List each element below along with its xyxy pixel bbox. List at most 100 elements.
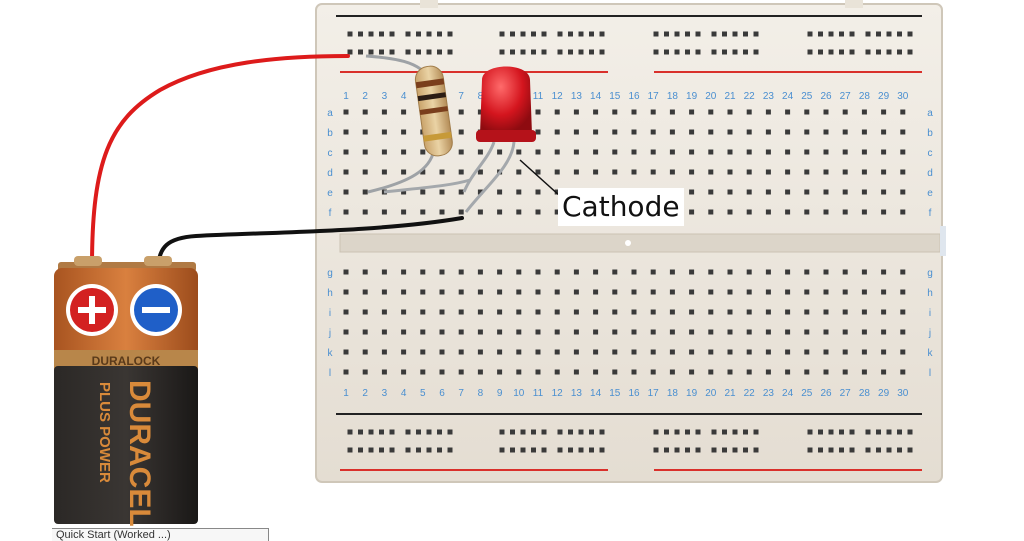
breadboard-hole: [401, 349, 407, 355]
column-number-bottom: 5: [420, 388, 426, 399]
breadboard-hole: [861, 329, 867, 335]
breadboard-hole: [746, 169, 752, 175]
row-letter-right: d: [927, 168, 933, 179]
breadboard-hole: [849, 31, 855, 37]
breadboard-hole: [732, 31, 738, 37]
breadboard-hole: [695, 429, 701, 435]
breadboard-hole: [401, 149, 407, 155]
breadboard-hole: [743, 447, 748, 453]
column-number-top: 22: [744, 91, 756, 102]
breadboard-hole: [753, 49, 759, 55]
breadboard-hole: [389, 31, 395, 37]
breadboard-hole: [823, 289, 829, 295]
row-letter-right: g: [927, 268, 933, 279]
breadboard-hole: [599, 49, 605, 55]
breadboard-hole: [765, 289, 771, 295]
breadboard-hole: [881, 109, 887, 115]
breadboard-hole: [753, 429, 759, 435]
breadboard-hole: [447, 447, 453, 453]
breadboard-hole: [520, 49, 526, 55]
negative-terminal-icon: [130, 284, 182, 336]
breadboard-hole: [881, 369, 887, 375]
breadboard-hole: [631, 349, 637, 355]
column-number-top: 28: [859, 91, 871, 102]
row-letter-right: i: [929, 308, 931, 319]
breadboard-hole: [477, 289, 483, 295]
breadboard-hole: [708, 109, 714, 115]
breadboard-hole: [732, 49, 738, 55]
breadboard-hole: [568, 429, 573, 435]
breadboard-hole: [510, 429, 515, 435]
breadboard-hole: [669, 309, 675, 315]
breadboard-hole: [510, 49, 515, 55]
breadboard-hole: [381, 349, 387, 355]
breadboard-hole: [439, 369, 445, 375]
breadboard-hole: [753, 31, 759, 37]
column-number-bottom: 22: [744, 388, 756, 399]
breadboard-hole: [477, 309, 483, 315]
breadboard-hole: [420, 369, 426, 375]
column-number-top: 21: [724, 91, 736, 102]
breadboard-hole: [405, 447, 411, 453]
breadboard-hole: [785, 309, 791, 315]
breadboard-hole: [689, 149, 695, 155]
breadboard-hole: [573, 349, 579, 355]
breadboard-hole: [416, 31, 421, 37]
breadboard-hole: [516, 289, 522, 295]
breadboard-hole: [708, 129, 714, 135]
breadboard-hole: [381, 309, 387, 315]
breadboard-hole: [727, 169, 733, 175]
breadboard-hole: [727, 289, 733, 295]
row-letter-right: j: [928, 328, 931, 339]
breadboard-hole: [554, 349, 560, 355]
row-letter-left: f: [329, 208, 332, 219]
row-letter-left: h: [327, 288, 333, 299]
breadboard-hole: [535, 189, 541, 195]
breadboard-hole: [631, 309, 637, 315]
breadboard-hole: [765, 309, 771, 315]
breadboard-hole: [785, 109, 791, 115]
breadboard-hole: [804, 289, 810, 295]
breadboard-hole: [362, 309, 368, 315]
breadboard-hole: [669, 349, 675, 355]
breadboard-hole: [842, 289, 848, 295]
breadboard-hole: [437, 49, 442, 55]
breadboard-hole: [554, 269, 560, 275]
column-number-bottom: 17: [648, 388, 660, 399]
breadboard-hole: [842, 309, 848, 315]
breadboard-hole: [578, 429, 584, 435]
breadboard-hole: [807, 447, 813, 453]
breadboard-hole: [746, 269, 752, 275]
breadboard-hole: [664, 429, 669, 435]
breadboard-hole: [765, 269, 771, 275]
breadboard-hole: [458, 209, 464, 215]
breadboard-hole: [727, 269, 733, 275]
breadboard-hole: [865, 49, 871, 55]
breadboard-hole: [535, 149, 541, 155]
breadboard-hole: [554, 189, 560, 195]
battery-subbrand-label: PLUS POWER: [96, 382, 113, 483]
breadboard-hole: [477, 209, 483, 215]
row-letter-right: h: [927, 288, 933, 299]
breadboard-hole: [458, 269, 464, 275]
breadboard-hole: [849, 429, 855, 435]
breadboard-hole: [669, 109, 675, 115]
breadboard-hole: [818, 31, 823, 37]
breadboard-hole: [886, 31, 892, 37]
breadboard-hole: [516, 269, 522, 275]
breadboard-hole: [839, 31, 844, 37]
breadboard: 1122334455667788991010111112121313141415…: [315, 0, 946, 483]
breadboard-hole: [477, 189, 483, 195]
breadboard-hole: [804, 349, 810, 355]
breadboard-hole: [876, 429, 881, 435]
breadboard-hole: [593, 269, 599, 275]
red-wire: [90, 54, 350, 268]
breadboard-hole: [804, 269, 810, 275]
breadboard-hole: [839, 429, 844, 435]
breadboard-hole: [708, 369, 714, 375]
column-number-top: 25: [801, 91, 813, 102]
row-letter-left: c: [328, 148, 333, 159]
positive-terminal-icon: [66, 284, 118, 336]
breadboard-hole: [746, 349, 752, 355]
